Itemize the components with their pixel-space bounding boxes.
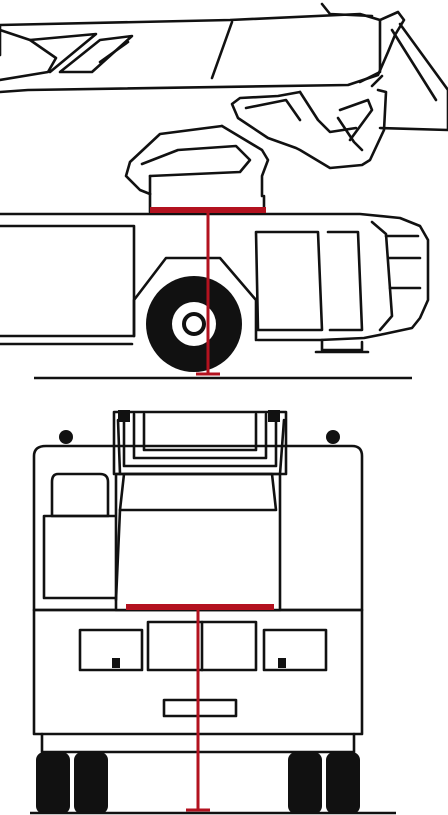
truck-body <box>0 212 430 354</box>
side-view <box>0 2 448 380</box>
front-view <box>30 410 396 815</box>
loader-cab <box>124 88 388 214</box>
right-lamp <box>326 430 340 444</box>
aircraft-section <box>0 2 448 132</box>
front-wheels <box>36 752 360 814</box>
front-height-marker <box>126 604 274 812</box>
front-loader-box <box>112 410 288 612</box>
truck-wheel <box>146 276 242 372</box>
front-body <box>32 444 364 754</box>
left-lamp <box>59 430 73 444</box>
side-height-marker <box>150 207 266 376</box>
